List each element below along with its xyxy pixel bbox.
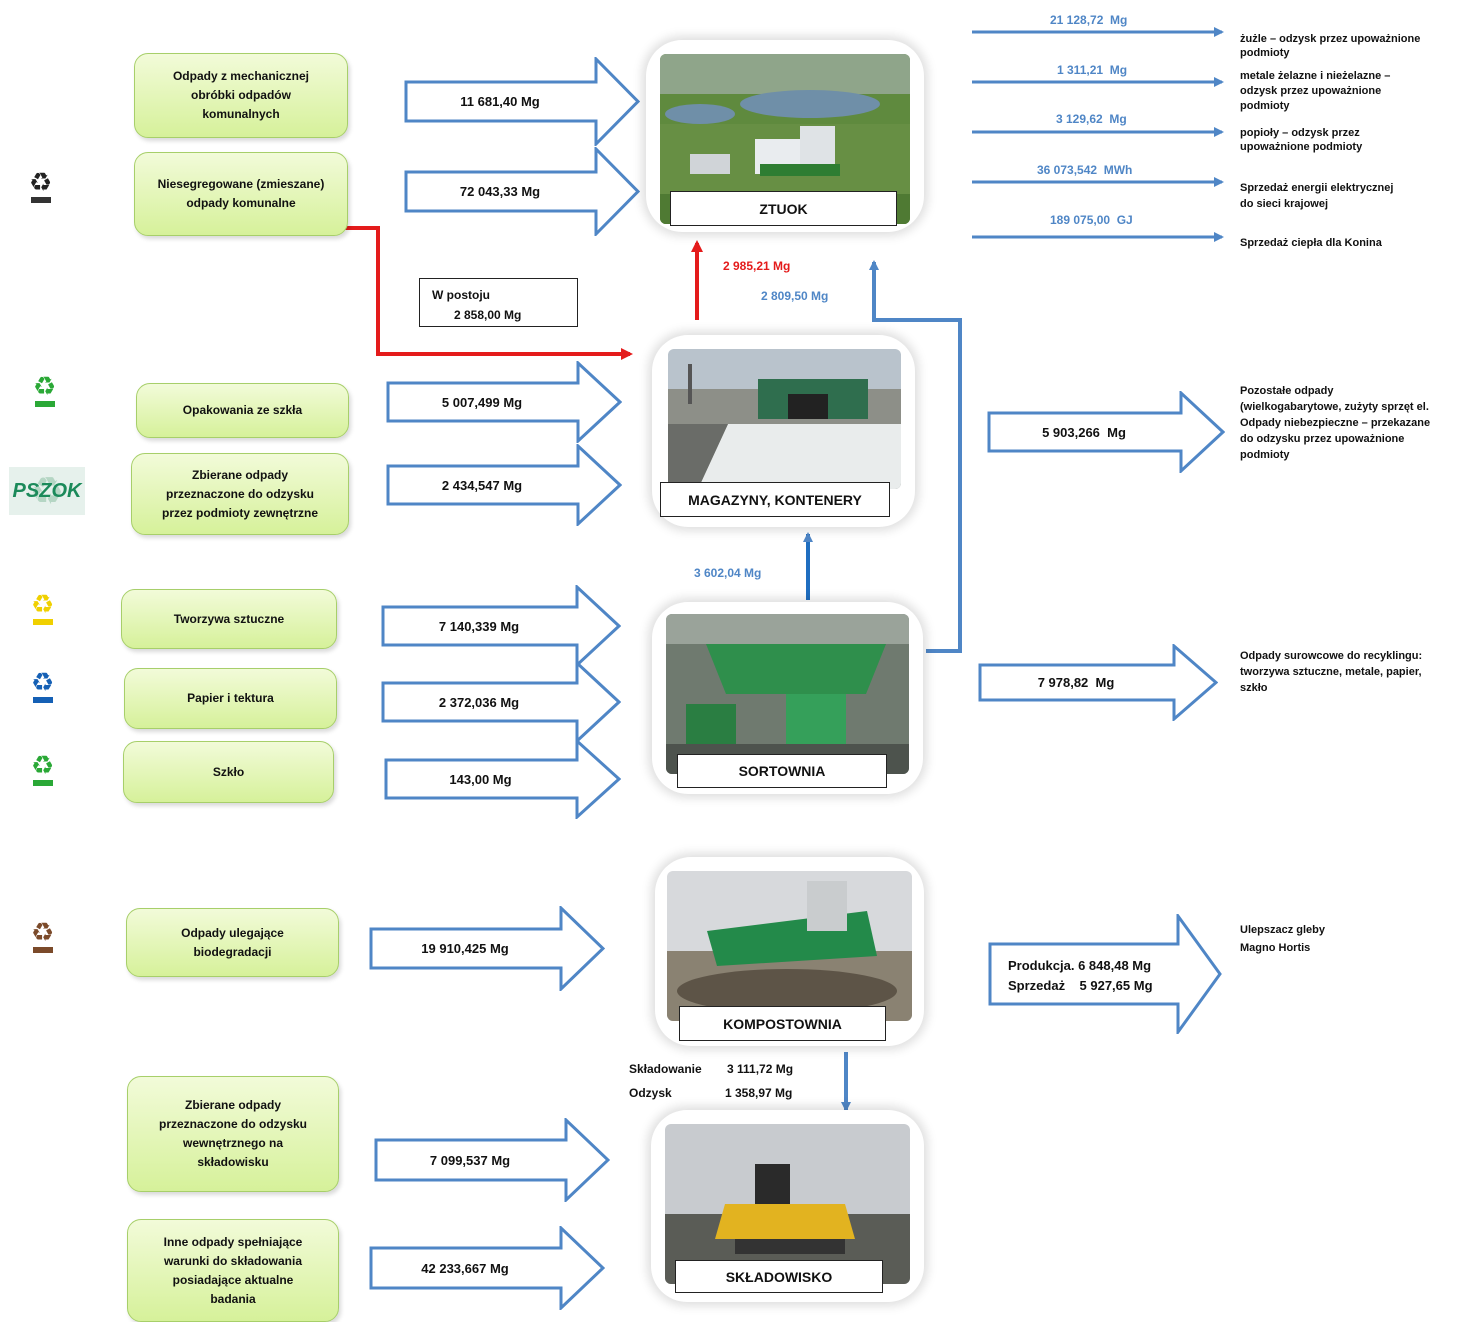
komp-recovery-value: 1 358,97 Mg — [725, 1086, 793, 1100]
flow-arrow-biodegradable: 19 910,425 Mg — [369, 906, 605, 991]
output-desc-ash: popioły – odzysk przez upoważnione podmi… — [1240, 127, 1363, 153]
source-paper: Papier i tektura — [124, 668, 337, 729]
output-value-ash: 3 129,62 Mg — [1056, 112, 1127, 126]
flow-arrow-internal-recovery: 7 099,537 Mg — [374, 1118, 610, 1202]
recycle-black-icon: ♻ — [29, 170, 52, 203]
compost-production: Produkcja. 6 848,48 Mg — [1008, 958, 1152, 973]
magazyny-photo — [668, 349, 901, 489]
recycle-green-glass-icon: ♻ — [33, 374, 56, 407]
sortownia-to-ztuok-value: 2 809,50 Mg — [761, 289, 829, 303]
source-internal-recovery: Zbierane odpady przeznaczone do odzysku … — [127, 1076, 339, 1192]
facility-ztuok: ZTUOK — [646, 40, 924, 232]
source-external-recovery: Zbierane odpady przeznaczone do odzysku … — [131, 453, 349, 535]
facility-kompostownia: KOMPOSTOWNIA — [655, 857, 924, 1046]
facility-magazyny-label: MAGAZYNY, KONTENERY — [660, 482, 890, 517]
flow-arrow-plastics: 7 140,339 Mg — [381, 585, 621, 667]
source-biodegradable: Odpady ulegające biodegradacji — [126, 908, 339, 977]
output-desc-metals: metale żelazne i nieżelazne – odzysk prz… — [1240, 70, 1391, 112]
output-arrow-compost: Produkcja. 6 848,48 Mg Sprzedaż 5 927,65… — [988, 914, 1222, 1034]
flow-arrow-paper: 2 372,036 Mg — [381, 661, 621, 743]
recycle-yellow-plastic-icon: ♻ — [31, 592, 54, 625]
source-glass-packaging: Opakowania ze szkła — [136, 383, 349, 438]
remaining-waste-desc: Pozostałe odpady (wielkogabarytowe, zuży… — [1240, 385, 1431, 461]
sortownia-to-magazyny-value: 3 602,04 Mg — [694, 566, 762, 580]
output-value-heat: 189 075,00 GJ — [1050, 213, 1133, 227]
output-desc-heat: Sprzedaż ciepła dla Konina — [1240, 237, 1382, 249]
source-plastics: Tworzywa sztuczne — [121, 589, 337, 649]
facility-skladowisko-label: SKŁADOWISKO — [675, 1260, 883, 1293]
output-arrow-recycling: 7 978,82 Mg — [978, 644, 1218, 721]
recycle-green-glass-icon-2: ♻ — [31, 753, 54, 786]
sortownia-photo — [666, 614, 909, 774]
output-arrow-remaining: 5 903,266 Mg — [987, 391, 1225, 473]
komp-storage-label: Składowanie — [629, 1062, 702, 1076]
source-other-landfill: Inne odpady spełniające warunki do skład… — [127, 1219, 339, 1322]
sortownia-to-ztuok-arrow — [869, 260, 962, 653]
facility-skladowisko: SKŁADOWISKO — [651, 1110, 924, 1302]
recycling-desc: Odpady surowcowe do recyklingu: tworzywa… — [1240, 650, 1423, 694]
source-mixed-municipal: Niesegregowane (zmieszane) odpady komuna… — [134, 152, 348, 236]
flow-arrow-other-landfill: 42 233,667 Mg — [369, 1226, 605, 1310]
recycle-blue-paper-icon: ♻ — [31, 670, 54, 703]
komp-recovery-label: Odzysk — [629, 1086, 672, 1100]
output-desc-electricity: Sprzedaż energii elektrycznej do sieci k… — [1240, 182, 1394, 210]
flow-arrow-mechanical: 11 681,40 Mg — [404, 57, 640, 146]
komp-storage-value: 3 111,72 Mg — [727, 1062, 794, 1076]
source-mechanical-treatment: Odpady z mechanicznej obróbki odpadów ko… — [134, 53, 348, 138]
flow-arrow-glass-packaging: 5 007,499 Mg — [386, 361, 622, 443]
output-value-slag: 21 128,72 Mg — [1050, 13, 1128, 27]
kompostownia-photo — [667, 871, 912, 1021]
compost-desc: Ulepszacz gleby Magno Hortis — [1240, 924, 1325, 954]
facility-kompostownia-label: KOMPOSTOWNIA — [679, 1006, 886, 1041]
standby-red-connector — [345, 226, 633, 360]
flow-arrow-mixed: 72 043,33 Mg — [404, 147, 640, 236]
facility-sortownia-label: SORTOWNIA — [677, 754, 887, 788]
compost-sale: Sprzedaż 5 927,65 Mg — [1008, 978, 1153, 993]
magazyny-to-ztuok-value: 2 985,21 Mg — [723, 259, 791, 273]
source-glass: Szkło — [123, 741, 334, 803]
output-desc-slag: żużle – odzysk przez upoważnione podmiot… — [1240, 33, 1421, 59]
facility-magazyny: MAGAZYNY, KONTENERY — [652, 335, 915, 527]
recycle-brown-bio-icon: ♻ — [31, 920, 54, 953]
output-value-electricity: 36 073,542 MWh — [1037, 163, 1133, 177]
standby-label: W postoju — [432, 288, 490, 302]
facility-ztuok-label: ZTUOK — [670, 191, 897, 226]
pszok-recycle-icon: ♻ PSZOK — [9, 467, 85, 515]
facility-sortownia: SORTOWNIA — [652, 602, 923, 794]
flow-arrow-external-recovery: 2 434,547 Mg — [386, 444, 622, 526]
ztuok-output-lines — [972, 27, 1224, 242]
flow-arrow-glass: 143,00 Mg — [384, 739, 621, 819]
output-value-metals: 1 311,21 Mg — [1057, 63, 1128, 77]
standby-box: W postoju 2 858,00 Mg — [419, 278, 578, 327]
standby-value: 2 858,00 Mg — [454, 308, 522, 322]
